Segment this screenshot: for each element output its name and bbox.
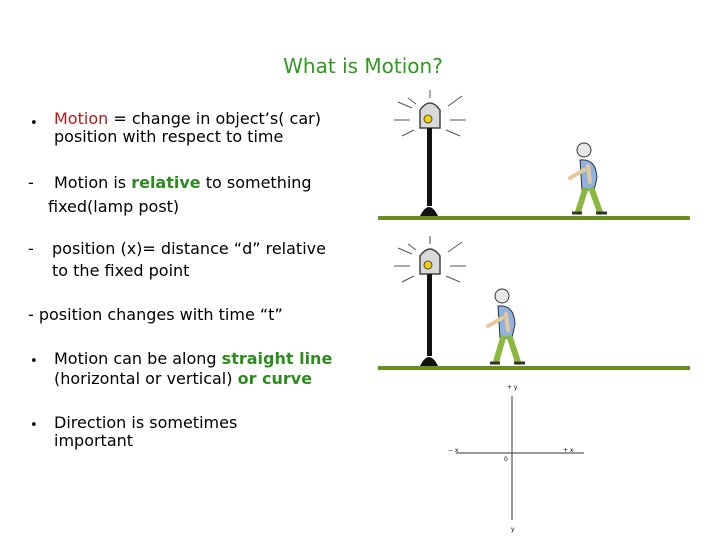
bullet-marker: • <box>30 354 38 369</box>
lamp-rays <box>394 90 466 137</box>
position-line1: position (x)= distance “d” relative <box>52 239 326 258</box>
dash-marker: - <box>28 239 34 258</box>
motion-definition-text: = change in object’s( car) <box>108 109 321 128</box>
position-changes-line: - position changes with time “t” <box>28 305 283 324</box>
straight-line-prefix: Motion can be along <box>54 349 222 368</box>
bullet-marker: • <box>30 418 38 433</box>
relative-line2: fixed(lamp post) <box>48 197 180 216</box>
walking-person <box>486 288 525 365</box>
origin-label: 0 <box>504 456 508 463</box>
lamp-pole <box>427 274 432 356</box>
slide-title: What is Motion? <box>283 54 443 78</box>
curve-term: or curve <box>237 369 313 388</box>
motion-definition-line1: Motion = change in object’s( car) <box>54 110 321 128</box>
motion-definition-line2: position with respect to time <box>54 127 284 146</box>
plus-x-label: + x <box>563 447 574 454</box>
lamp-base <box>420 207 438 216</box>
relative-suffix: to something <box>200 173 312 192</box>
plus-y-label: + y <box>507 384 518 391</box>
minus-x-label: − x <box>448 447 459 454</box>
lamp-base <box>420 357 438 366</box>
direction-line1: Direction is sometimes <box>54 413 238 432</box>
straight-line-line1: Motion can be along straight line <box>54 350 332 368</box>
direction-line2: important <box>54 431 134 450</box>
lamp-bulb <box>423 260 433 270</box>
bullet-marker: • <box>30 116 38 131</box>
straight-line-line2: (horizontal or vertical) or curve <box>54 370 312 388</box>
walking-person <box>568 142 607 215</box>
lamp-bulb <box>423 114 433 124</box>
position-line2: to the fixed point <box>52 261 190 280</box>
lamp-pole <box>427 128 432 206</box>
orientation-text: (horizontal or vertical) <box>54 369 238 388</box>
relative-prefix: Motion is <box>54 173 132 192</box>
relative-term: relative <box>131 173 201 192</box>
motion-term: Motion <box>54 109 109 128</box>
dash-marker: - <box>28 173 34 192</box>
straight-line-term: straight line <box>221 349 333 368</box>
lamp-rays <box>394 236 466 283</box>
minus-y-label: y <box>511 526 515 533</box>
ground-line <box>378 366 690 370</box>
relative-line1: Motion is relative to something <box>54 174 312 192</box>
ground-line <box>378 216 690 220</box>
